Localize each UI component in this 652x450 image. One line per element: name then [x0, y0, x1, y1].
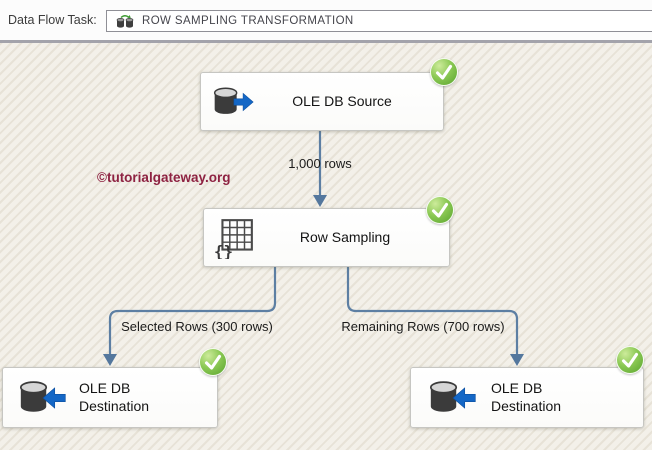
data-flow-task-icon [116, 14, 134, 28]
node-ole-db-source[interactable]: OLE DB Source [200, 72, 444, 131]
toolbar-divider [0, 40, 652, 43]
node-title: OLE DB Destination [491, 380, 562, 414]
selected-rows-label: Selected Rows (300 rows) [121, 319, 273, 334]
node-ole-db-destination-right[interactable]: OLE DB Destination [410, 367, 644, 428]
database-arrow-left-icon [19, 380, 66, 412]
remaining-rows-label: Remaining Rows (700 rows) [341, 319, 505, 334]
success-check-icon [199, 348, 227, 376]
success-check-icon [616, 346, 644, 374]
node-title: OLE DB Source [292, 92, 392, 109]
connector-sampling-to-dest-left[interactable] [103, 267, 277, 366]
connector-layer [103, 131, 524, 366]
svg-text:{}: {} [214, 241, 233, 258]
connector-sampling-to-dest-right[interactable] [346, 267, 524, 366]
node-title: OLE DB Destination [79, 380, 150, 414]
design-canvas[interactable]: 1,000 rows Selected Rows (300 rows) Rema… [0, 43, 652, 450]
data-flow-task-value: ROW SAMPLING TRANSFORMATION [142, 15, 354, 27]
data-flow-task-combobox[interactable]: ROW SAMPLING TRANSFORMATION [106, 10, 652, 32]
node-ole-db-destination-left[interactable]: OLE DB Destination [2, 367, 218, 428]
watermark: ©tutorialgateway.org [97, 170, 231, 185]
row-count-label: 1,000 rows [288, 156, 352, 171]
data-flow-task-label: Data Flow Task: [8, 13, 97, 27]
connector-source-to-sampling[interactable] [313, 131, 327, 207]
database-arrow-left-icon [429, 380, 476, 412]
database-arrow-right-icon [213, 87, 254, 114]
success-check-icon [430, 58, 458, 86]
node-row-sampling[interactable]: {} Row Sampling [203, 208, 450, 267]
node-title: Row Sampling [299, 228, 391, 245]
toolbar: Data Flow Task: ROW SAMPLING TRANSFORMAT… [0, 0, 652, 40]
success-check-icon [426, 196, 454, 224]
table-braces-icon: {} [214, 218, 253, 259]
